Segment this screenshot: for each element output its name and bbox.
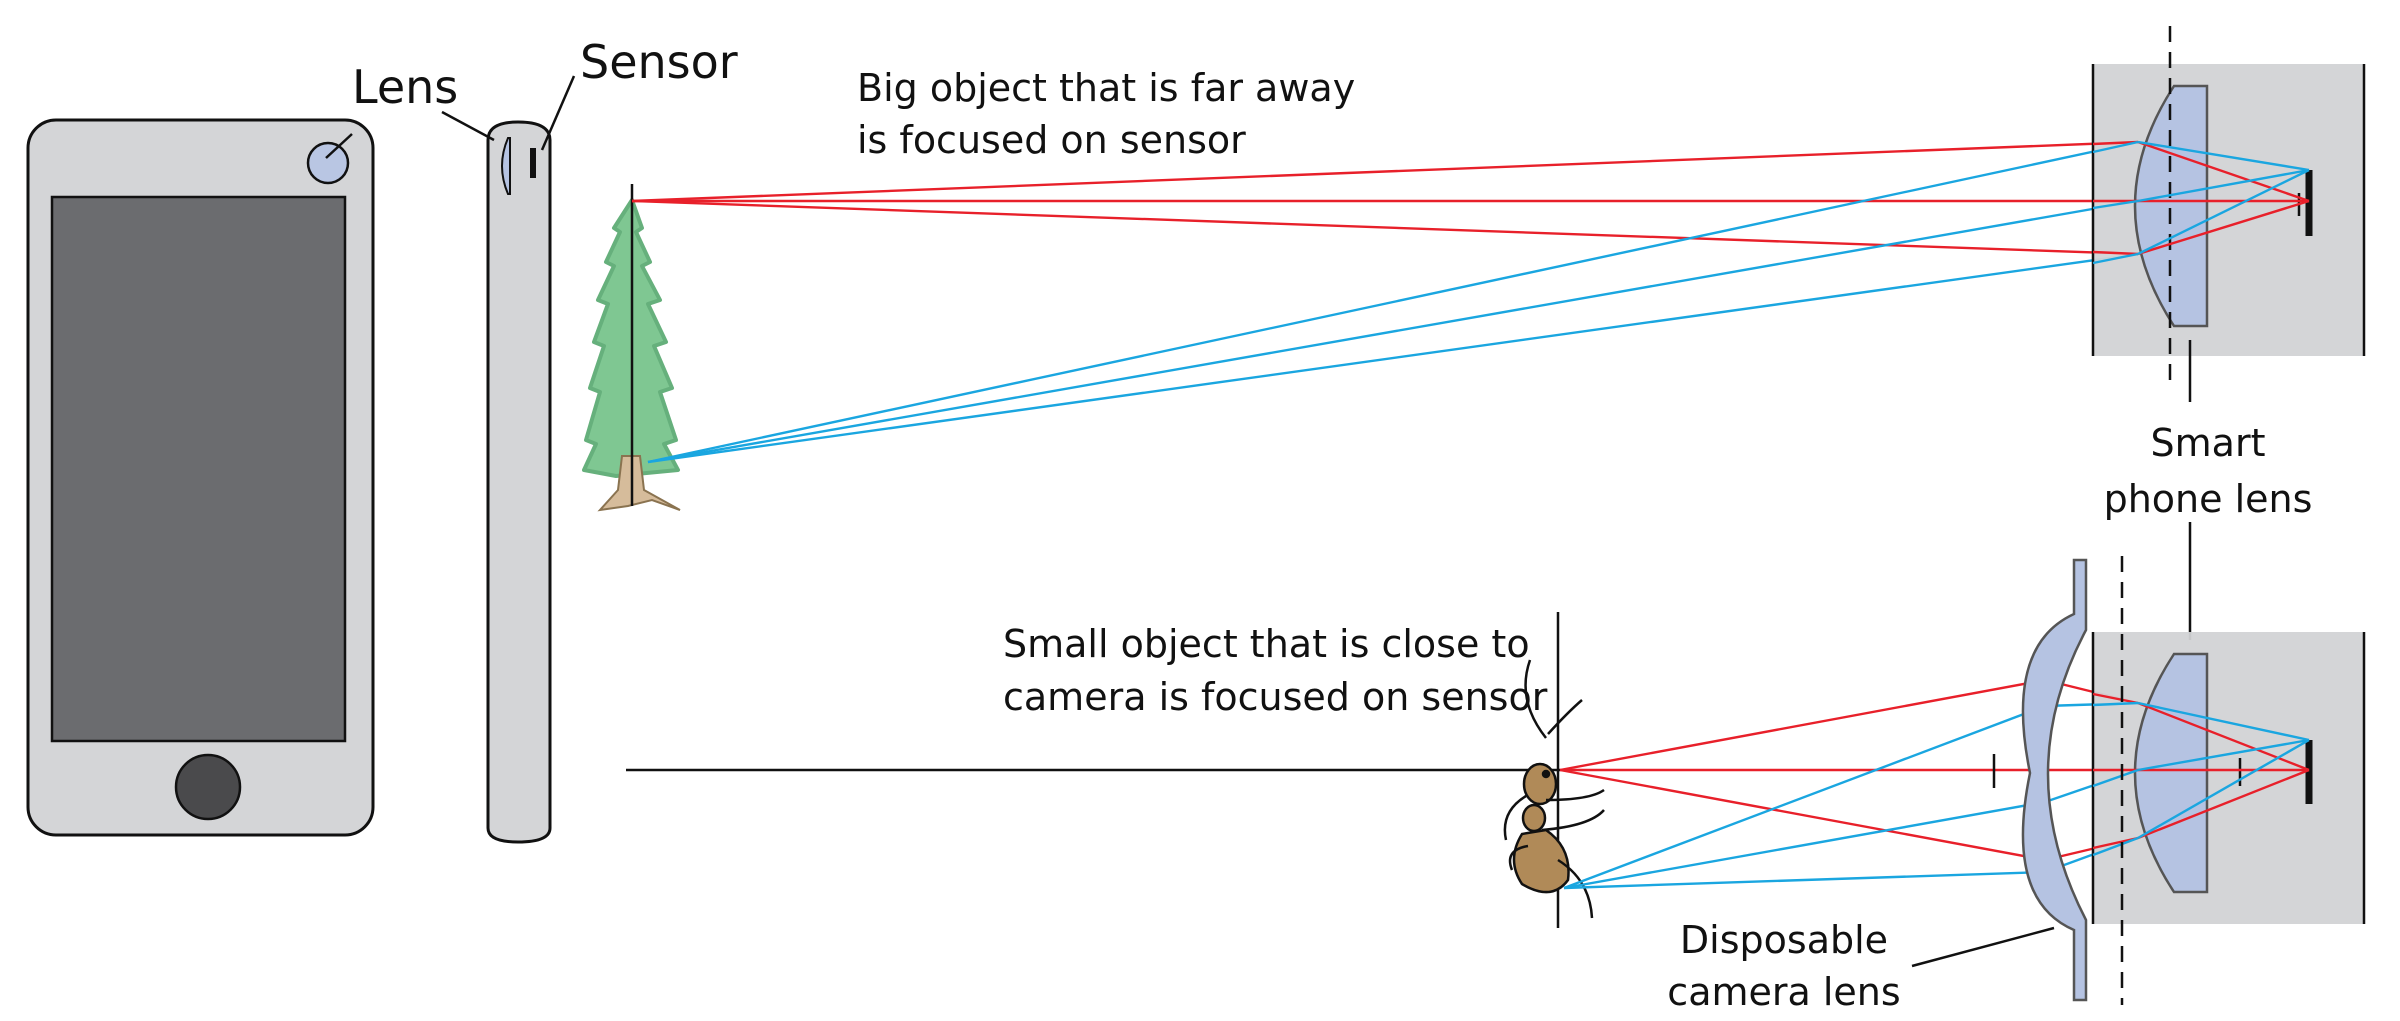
- phone-lens-housing-bottom: [2091, 632, 2366, 924]
- side-sensor-icon: [530, 148, 536, 178]
- sensor-leader: [540, 75, 576, 151]
- home-button: [174, 753, 242, 821]
- camera-lens-dot: [306, 141, 350, 185]
- phone-lens-label-line-2: phone lens: [2104, 477, 2313, 521]
- phone-lens-housing-top: [2091, 26, 2366, 380]
- smartphone-side: [486, 120, 552, 844]
- side-lens-icon: [501, 137, 511, 195]
- phone-screen: [50, 195, 347, 743]
- disposable-lens-leader: [1911, 926, 2055, 968]
- phone-lens-label-line-1: Smart: [2151, 421, 2266, 465]
- lens-label: Lens: [352, 60, 458, 114]
- lens-side-leader: [441, 110, 495, 142]
- disposable-label-line-1: Disposable: [1680, 918, 1888, 962]
- far-caption-line-2: is focused on sensor: [857, 118, 1246, 162]
- disposable-label-line-2: camera lens: [1667, 970, 1900, 1014]
- smartphone-front: [26, 118, 375, 837]
- far-caption-line-1: Big object that is far away: [857, 66, 1355, 110]
- lens-leader: [325, 133, 353, 159]
- near-caption-line-1: Small object that is close to: [1003, 622, 1530, 666]
- disposable-lens: [1992, 556, 2124, 1005]
- sensor-label: Sensor: [580, 35, 738, 89]
- near-caption-line-2: camera is focused on sensor: [1003, 675, 1548, 719]
- tree-icon: [582, 184, 681, 512]
